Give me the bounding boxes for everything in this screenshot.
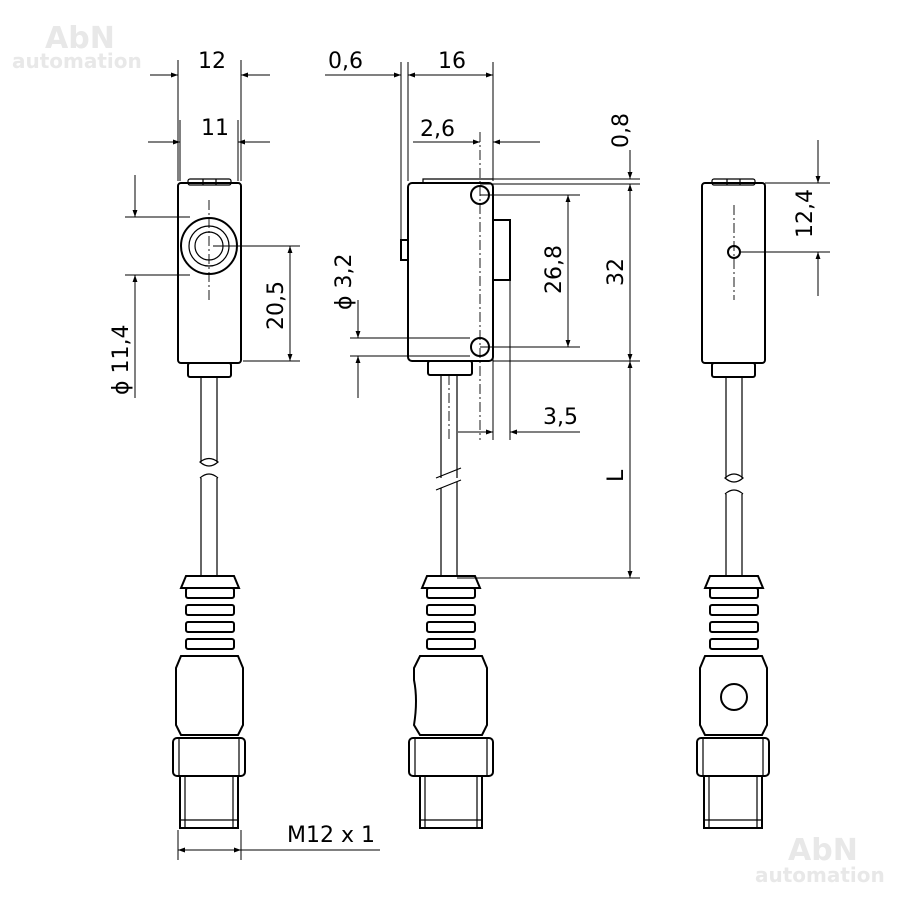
dim-width-12: 12 <box>150 49 270 181</box>
svg-text:11: 11 <box>201 116 229 141</box>
svg-text:ϕ 11,4: ϕ 11,4 <box>109 325 134 396</box>
svg-text:automation: automation <box>12 49 142 73</box>
svg-text:12: 12 <box>198 49 226 74</box>
svg-text:ϕ 3,2: ϕ 3,2 <box>332 254 357 311</box>
svg-text:0,6: 0,6 <box>328 49 363 74</box>
dim-depth-16: 16 <box>408 49 494 181</box>
dim-height-32: 32 <box>493 184 640 362</box>
svg-text:L: L <box>604 469 629 482</box>
watermark-top-left: AbN automation <box>12 21 142 73</box>
svg-text:26,8: 26,8 <box>542 245 567 294</box>
dim-hole-spacing-26-8: 26,8 <box>480 194 580 348</box>
side-view <box>400 132 511 829</box>
dim-cable-length-L: L <box>457 361 640 579</box>
back-view <box>696 178 770 829</box>
svg-text:20,5: 20,5 <box>264 281 289 330</box>
svg-text:16: 16 <box>438 49 466 74</box>
svg-text:2,6: 2,6 <box>420 117 455 142</box>
dim-offset-0-6: 0,6 <box>325 49 409 240</box>
dim-hole-diameter-3-2: ϕ 3,2 <box>332 254 470 398</box>
dim-height-20-5: 20,5 <box>213 245 300 362</box>
svg-text:automation: automation <box>755 863 885 887</box>
dim-height-12-4: 12,4 <box>740 140 830 296</box>
svg-text:12,4: 12,4 <box>793 189 818 238</box>
dim-thread-m12: M12 x 1 <box>177 823 380 860</box>
dim-offset-3-5: 3,5 <box>458 280 580 440</box>
dim-offset-2-6: 2,6 <box>413 117 540 145</box>
dim-offset-0-8: 0,8 <box>480 113 640 185</box>
svg-text:32: 32 <box>604 258 629 286</box>
svg-text:AbN: AbN <box>45 21 115 56</box>
svg-text:3,5: 3,5 <box>543 405 578 430</box>
svg-text:M12 x 1: M12 x 1 <box>287 823 375 848</box>
dim-width-11: 11 <box>148 116 270 181</box>
svg-text:0,8: 0,8 <box>609 113 634 148</box>
svg-text:AbN: AbN <box>788 833 858 868</box>
dim-diameter-11-4: ϕ 11,4 <box>109 175 190 398</box>
front-view <box>172 178 246 829</box>
watermark-bottom-right: AbN automation <box>755 833 885 887</box>
